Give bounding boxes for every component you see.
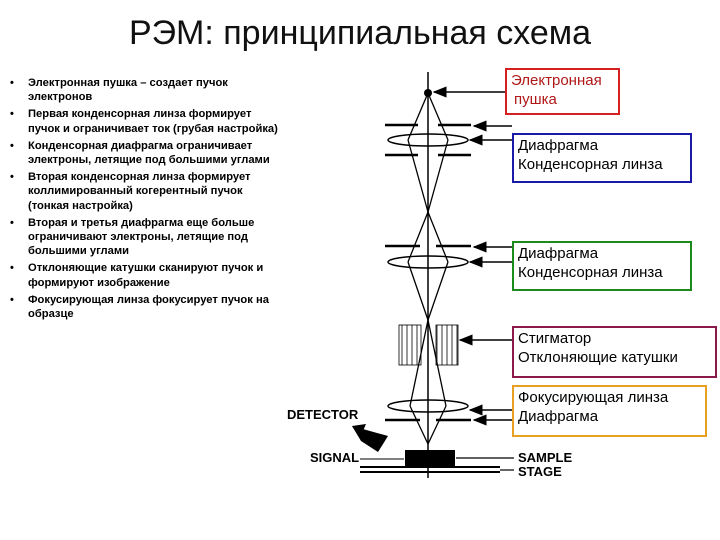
bullet-item: • Вторая конденсорная линза формирует кол… xyxy=(10,170,285,213)
bullet-item: • Вторая и третья диафрагма еще больше ог… xyxy=(10,216,285,259)
bullet-text: Фокусирующая линза фокусирует пучок на о… xyxy=(28,293,269,321)
condenser-lens-2-icon xyxy=(387,255,469,269)
bullet-text: Вторая и третья диафрагма еще больше огр… xyxy=(28,216,255,258)
sample-icon xyxy=(405,450,455,466)
bullet-item: • Электронная пушка – создает пучок элект… xyxy=(10,76,285,104)
condenser-lens-1-icon xyxy=(387,133,469,147)
focusing-lens-icon xyxy=(387,399,469,413)
bullet-text: Электронная пушка – создает пучок электр… xyxy=(28,77,228,104)
callout-line-1: Диафрагма xyxy=(518,245,599,262)
bullet-text: Конденсорная диафрагма ограничивает элек… xyxy=(28,139,270,167)
bullet-item: • Первая конденсорная линза формирует пуч… xyxy=(10,107,285,135)
bullet-text: Вторая конденсорная линза формирует колл… xyxy=(28,171,251,212)
bullet-dot-icon: • xyxy=(10,139,14,152)
sample-label: SAMPLE xyxy=(518,450,573,465)
bullet-dot-icon: • xyxy=(10,262,14,275)
bullet-item: • Конденсорная диафрагма ограничивает эле… xyxy=(10,139,285,167)
callout-line-2: Диафрагма xyxy=(518,408,599,425)
bullet-list: • Электронная пушка – создает пучок элект… xyxy=(10,76,285,324)
bullet-item: • Фокусирующая линза фокусирует пучок на … xyxy=(10,293,285,321)
callout-condenser-2: Диафрагма Конденсорная линза xyxy=(512,241,692,291)
callout-line-2: Отклоняющие катушки xyxy=(518,349,678,366)
callout-arrows xyxy=(432,86,512,426)
callout-electron-gun: Электронная пушка xyxy=(505,68,620,115)
callout-focusing-lens: Фокусирующая линза Диафрагма xyxy=(512,385,707,437)
callout-line-2: пушка xyxy=(514,91,557,108)
callout-line-2: Конденсорная линза xyxy=(518,156,663,173)
callout-stigmator: Стигматор Отклоняющие катушки xyxy=(512,326,717,378)
stage-label: STAGE xyxy=(518,464,562,479)
bullet-item: • Отклоняющие катушки сканируют пучок и ф… xyxy=(10,261,285,289)
stigmator-coil-left-icon xyxy=(398,324,422,366)
callout-line-1: Фокусирующая линза xyxy=(518,389,669,406)
bullet-dot-icon: • xyxy=(10,108,14,121)
bullet-text: Первая конденсорная линза формирует пучо… xyxy=(28,108,278,135)
bullet-dot-icon: • xyxy=(10,293,14,306)
callout-line-1: Диафрагма xyxy=(518,137,599,154)
bullet-dot-icon: • xyxy=(10,171,14,184)
bullet-text: Отклоняющие катушки сканируют пучок и фо… xyxy=(28,262,264,289)
stigmator-coil-right-icon xyxy=(435,324,459,366)
detector-label: DETECTOR xyxy=(287,407,359,422)
bullet-dot-icon: • xyxy=(10,77,14,89)
callout-condenser-1: Диафрагма Конденсорная линза xyxy=(512,133,692,183)
slide-title: РЭМ: принципиальная схема xyxy=(128,14,592,52)
signal-label: SIGNAL xyxy=(310,450,359,465)
bullet-dot-icon: • xyxy=(10,216,14,229)
callout-line-1: Электронная xyxy=(511,72,602,89)
callout-line-1: Стигматор xyxy=(518,330,592,347)
callout-line-2: Конденсорная линза xyxy=(518,264,663,281)
